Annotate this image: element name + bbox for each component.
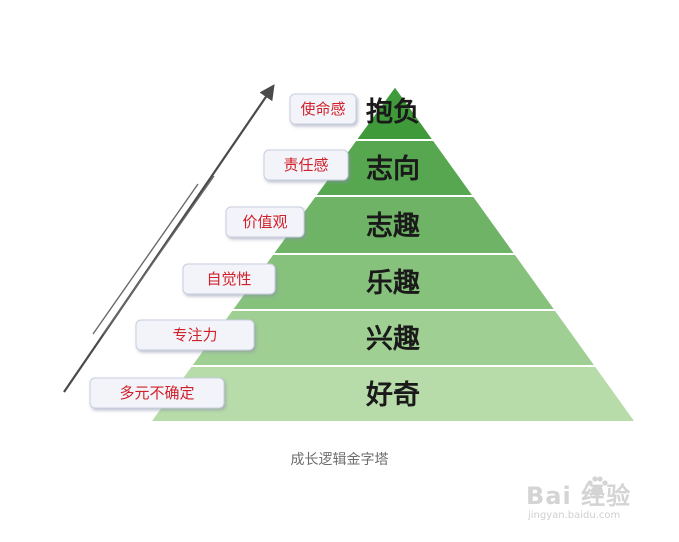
pyramid-tag: 专注力	[135, 319, 255, 351]
pyramid-tag-label: 自觉性	[206, 270, 251, 288]
guide-line	[102, 175, 215, 335]
pyramid-level-label: 抱负	[366, 96, 420, 128]
pyramid-tag-label: 专注力	[172, 326, 217, 344]
pyramid-tag-box	[263, 149, 349, 181]
diagram-caption: 成长逻辑金字塔	[290, 452, 389, 468]
pyramid-bands	[148, 84, 638, 423]
pyramid-tag-box	[289, 93, 357, 125]
watermark-brand: Bai 经验	[526, 482, 632, 510]
guide-line	[92, 183, 199, 335]
pyramid-level-label: 志趣	[366, 211, 420, 242]
pyramid-tag: 自觉性	[182, 263, 276, 295]
pyramid-tag-box	[225, 206, 305, 238]
pyramid-tag-label: 责任感	[283, 156, 328, 174]
pyramid-level-label: 兴趣	[366, 324, 420, 355]
pyramid-tag-label: 多元不确定	[119, 384, 194, 402]
pyramid-tag: 多元不确定	[89, 377, 225, 409]
pyramid-tag-box	[89, 377, 225, 409]
pyramid-tag-label: 使命感	[300, 100, 345, 118]
pyramid-tag: 使命感	[289, 93, 357, 125]
pyramid-level-label: 乐趣	[366, 268, 420, 299]
baidu-jingyan-watermark: Bai 经验 jingyan.baidu.com	[520, 470, 670, 530]
paw-icon	[587, 476, 608, 496]
watermark-url: jingyan.baidu.com	[528, 510, 621, 521]
growth-arrows	[63, 84, 275, 393]
pyramid-tag: 价值观	[225, 206, 305, 238]
pyramid-tag-box	[135, 319, 255, 351]
pyramid-level-label: 志向	[366, 153, 420, 185]
pyramid-tag: 责任感	[263, 149, 349, 181]
pyramid-tag-box	[182, 263, 276, 295]
pyramid-tag-label: 价值观	[242, 213, 287, 231]
pyramid-level-label: 好奇	[365, 380, 420, 411]
growth-arrow	[63, 84, 275, 393]
